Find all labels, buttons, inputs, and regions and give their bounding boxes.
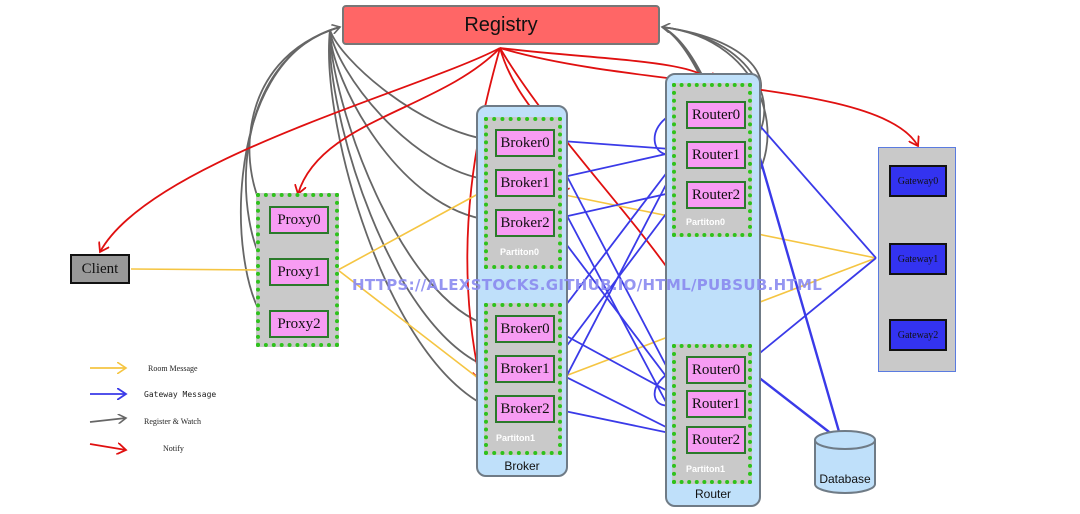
partition-label: Partiton0 — [686, 217, 726, 227]
router-partition-0: Router0 Router1 Router2 Partiton0 — [672, 83, 752, 237]
register-line — [248, 27, 340, 217]
broker-partition-1: Broker0 Broker1 Broker2 Partiton1 — [484, 303, 562, 455]
gateway-line — [547, 139, 684, 150]
notify-line — [298, 47, 501, 194]
gateway-line — [550, 189, 685, 220]
register-line — [329, 29, 491, 181]
legend-label-register: Register & Watch — [144, 417, 201, 426]
legend-arrow-register — [89, 418, 126, 422]
router-node: Router2 — [686, 181, 746, 209]
register-line — [329, 29, 491, 327]
broker-label: Broker0 — [500, 134, 550, 151]
broker-node: Broker0 — [495, 129, 555, 157]
gateway-node: Gateway2 — [889, 319, 947, 351]
gateway-line — [746, 110, 877, 259]
partition-label: Partiton1 — [496, 433, 536, 443]
gateway-line — [547, 219, 685, 401]
registry-label: Registry — [464, 13, 538, 36]
gateway-line — [547, 325, 685, 401]
legend-arrow-notify — [89, 444, 126, 450]
room-line — [130, 269, 266, 270]
router-label: Router0 — [691, 106, 741, 123]
gateway-line — [550, 149, 685, 180]
room-line — [337, 193, 479, 271]
proxy-node: Proxy0 — [269, 206, 329, 234]
register-line — [328, 29, 491, 369]
gateway-group: Gateway0 Gateway1 Gateway2 — [878, 147, 956, 372]
router-node: Router0 — [686, 356, 746, 384]
router-label: Router2 — [691, 431, 741, 448]
router-partition-1: Router0 Router1 Router2 Partiton1 — [672, 344, 752, 484]
broker-node: Broker0 — [495, 315, 555, 343]
proxy-node: Proxy1 — [269, 258, 329, 286]
router-label: Router1 — [691, 146, 741, 163]
broker-cluster: Broker0 Broker1 Broker2 Partiton0 Broker… — [476, 105, 568, 477]
gateway-node: Gateway1 — [889, 243, 947, 275]
router-cluster-label: Router — [694, 487, 732, 501]
broker-node: Broker1 — [495, 355, 555, 383]
client-label: Client — [81, 260, 119, 277]
gateway-label: Gateway1 — [897, 253, 939, 265]
notify-line — [466, 47, 501, 380]
gateway-line — [744, 257, 877, 366]
broker-label: Broker2 — [500, 400, 550, 417]
broker-node: Broker1 — [495, 169, 555, 197]
proxy-label: Proxy1 — [277, 263, 321, 280]
watermark-link[interactable]: HTTPS://ALEXSTOCKS.GITHUB.IO/HTML/PUBSUB… — [352, 276, 823, 294]
router-label: Router0 — [691, 361, 741, 378]
router-cluster: Router0 Router1 Router2 Partiton0 Router… — [665, 73, 761, 507]
proxy-label: Proxy2 — [277, 315, 321, 332]
broker-label: Broker1 — [500, 174, 550, 191]
router-node: Router2 — [686, 426, 746, 454]
client-node: Client — [70, 254, 130, 284]
gateway-line — [550, 149, 685, 408]
gateway-line — [547, 367, 684, 436]
broker-label: Broker2 — [500, 214, 550, 231]
legend-label-gateway: Gateway Message — [144, 390, 217, 399]
register-line — [328, 29, 491, 409]
router-node: Router1 — [686, 390, 746, 418]
database-label: Database — [819, 472, 871, 486]
proxy-label: Proxy0 — [277, 211, 321, 228]
register-line — [329, 29, 491, 221]
legend-label-room: Room Message — [148, 364, 198, 373]
router-node: Router0 — [686, 101, 746, 129]
router-label: Router2 — [691, 186, 741, 203]
broker-label: Broker0 — [500, 320, 550, 337]
gateway-line — [547, 139, 684, 400]
legend-arrows — [89, 368, 126, 450]
register-line — [240, 26, 341, 323]
gateway-node: Gateway0 — [889, 165, 947, 197]
room-line — [337, 269, 479, 379]
gateway-line — [550, 408, 685, 437]
gateway-line — [547, 179, 684, 436]
database-icon — [814, 430, 876, 494]
gateway-line — [744, 109, 842, 442]
broker-node: Broker2 — [495, 209, 555, 237]
proxy-node: Proxy2 — [269, 310, 329, 338]
legend-label-notify: Notify — [163, 444, 184, 453]
partition-label: Partiton1 — [686, 464, 726, 474]
gateway-line — [550, 149, 685, 326]
router-label: Router1 — [691, 395, 741, 412]
broker-node: Broker2 — [495, 395, 555, 423]
router-node: Router1 — [686, 141, 746, 169]
broker-cluster-label: Broker — [504, 459, 540, 473]
registry-node: Registry — [342, 5, 660, 45]
broker-partition-0: Broker0 Broker1 Broker2 Partiton0 — [484, 117, 562, 269]
partition-label: Partiton0 — [500, 247, 540, 257]
notify-line — [100, 47, 501, 252]
broker-label: Broker1 — [500, 360, 550, 377]
proxy-group: Proxy0 Proxy1 Proxy2 — [256, 193, 339, 347]
gateway-label: Gateway0 — [897, 175, 939, 187]
gateway-label: Gateway2 — [897, 329, 939, 341]
